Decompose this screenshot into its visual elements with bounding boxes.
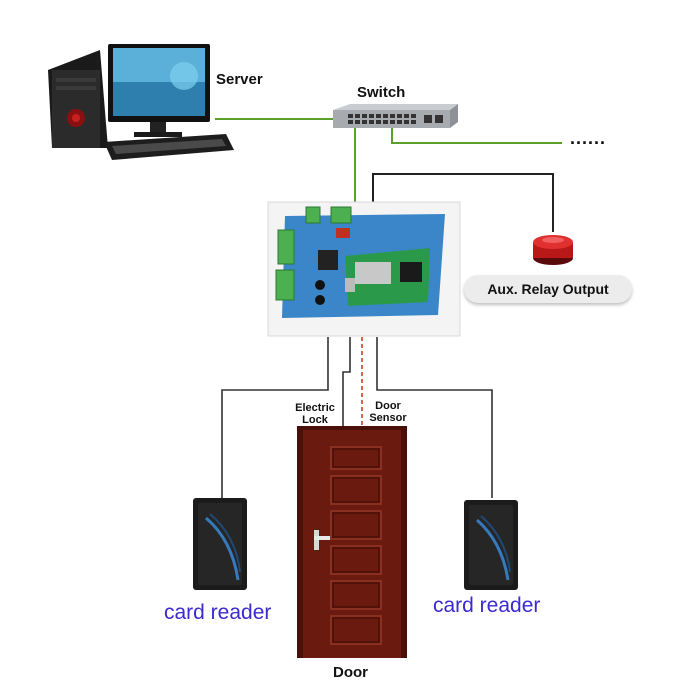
- ellipsis-label: ......: [570, 128, 607, 148]
- electric-lock-line-1: Electric: [295, 402, 335, 414]
- server-label: Server: [216, 71, 263, 88]
- aux-relay-output-label: Aux. Relay Output: [464, 275, 632, 303]
- door-sensor-label: Door Sensor: [366, 400, 410, 424]
- switch-label: Switch: [357, 84, 406, 101]
- door-sensor-line-1: Door: [375, 400, 401, 412]
- card-reader-right-device: [464, 500, 518, 590]
- network-switch: [333, 104, 458, 128]
- server-computer: [48, 44, 234, 160]
- network-wiring: [215, 118, 562, 202]
- aux-relay-buzzer: [533, 235, 573, 265]
- electric-lock-label: Electric Lock: [292, 402, 338, 426]
- access-controller-board: [267, 201, 461, 337]
- card-reader-left-device: [193, 498, 247, 590]
- door-graphic: [297, 426, 407, 658]
- card-reader-right-label: card reader: [433, 594, 541, 617]
- electric-lock-line-2: Lock: [302, 414, 328, 426]
- relay-wiring: [372, 173, 554, 232]
- device-wiring: [221, 337, 493, 498]
- card-reader-left-label: card reader: [164, 601, 272, 624]
- door-label: Door: [333, 664, 368, 681]
- door-sensor-line-2: Sensor: [369, 412, 407, 424]
